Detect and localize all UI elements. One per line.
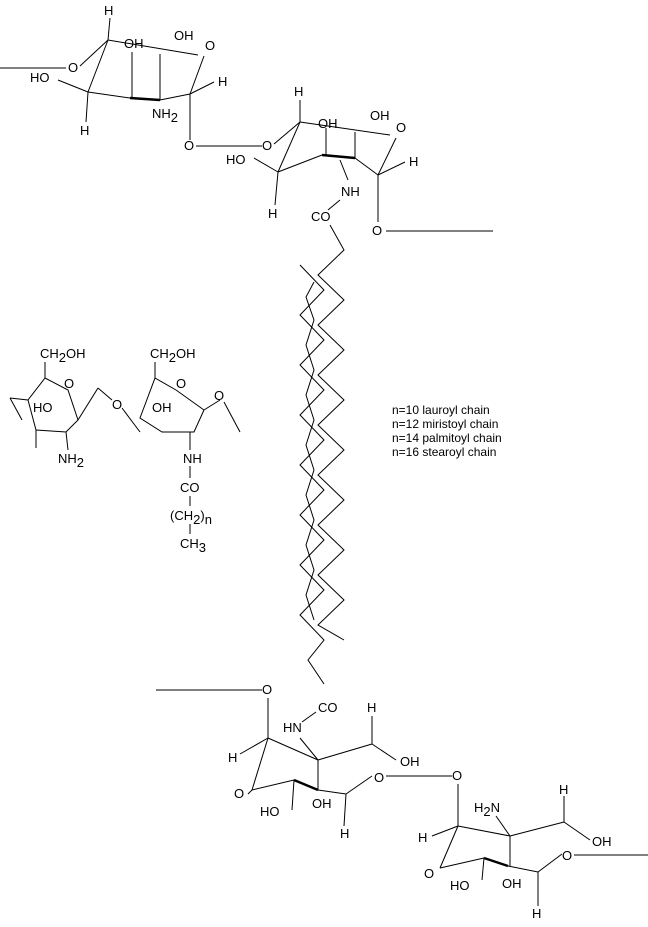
top-glucosamine-ring-1: O H OH OH O HO H H NH2 O	[0, 3, 227, 153]
ring2-ho: HO	[226, 152, 246, 167]
unit-ch2oh-right: CH2OH	[150, 346, 196, 365]
unit-right-oh: OH	[152, 400, 172, 415]
ring4-oh-bottom: OH	[502, 876, 522, 891]
ring4-h-top: H	[559, 782, 568, 797]
ring1-ring-oxygen: O	[205, 38, 215, 53]
unit-carbonyl: CO	[180, 480, 200, 495]
unit-methylene-repeat: (CH2)n	[170, 508, 212, 527]
legend-line-palmitoyl: n=14 palmitoyl chain	[392, 431, 502, 445]
unit-right-nh: NH	[183, 451, 202, 466]
bottom-glucosamine-ring-2: H2N H H OH O O HO OH H	[418, 782, 648, 921]
ring3-h-bottom: H	[340, 826, 349, 841]
ring2-h-right: H	[409, 154, 418, 169]
ring4-oh-right: OH	[592, 834, 612, 849]
acyl-chain-bottom	[299, 264, 325, 685]
ring4-left-oxygen: O	[424, 866, 434, 881]
legend-line-lauroyl: n=10 lauroyl chain	[392, 403, 490, 417]
ring1-nh2: NH2	[152, 106, 178, 125]
ring1-h-bottom: H	[80, 123, 89, 138]
ring1-ho: HO	[30, 70, 50, 85]
unit-right-ring-oxygen: O	[176, 376, 186, 391]
ring1-glycosidic-oxygen: O	[184, 138, 194, 153]
ring3-left-oxygen: O	[234, 786, 244, 801]
chain-length-legend: n=10 lauroyl chain n=12 miristoyl chain …	[392, 403, 502, 459]
ring4-ring-oxygen: O	[562, 848, 572, 863]
ring2-oxygen-label: O	[262, 138, 272, 153]
ring2-h-bottom: H	[268, 206, 277, 221]
ring2-nh: NH	[341, 184, 360, 199]
ring1-h-right: H	[218, 74, 227, 89]
ring3-h-top: H	[367, 700, 376, 715]
ring2-h-top: H	[294, 84, 303, 99]
unit-linker-oxygen: O	[112, 397, 122, 412]
top-glucosamine-ring-2: O H OH OH O HO H H NH CO O	[226, 84, 493, 238]
ring4-ho: HO	[450, 878, 470, 893]
ring3-ho: HO	[260, 804, 280, 819]
ring3-oh-bottom: OH	[312, 796, 332, 811]
ring1-oxygen-label: O	[68, 60, 78, 75]
ring2-oh-b: OH	[370, 108, 390, 123]
ring4-h-left: H	[418, 830, 427, 845]
ring4-h-bottom: H	[532, 906, 541, 921]
ring3-ring-oxygen: O	[374, 770, 384, 785]
ring2-glycosidic-oxygen: O	[372, 223, 382, 238]
ring4-h2n: H2N	[474, 800, 500, 819]
legend-line-miristoyl: n=12 miristoyl chain	[392, 417, 498, 431]
acyl-chain-top	[305, 224, 345, 641]
repeating-unit-structure: CH2OH CH2OH O HO NH2 O O OH O NH CO (CH2…	[9, 346, 241, 555]
unit-left-ring-oxygen: O	[64, 376, 74, 391]
unit-left-nh2: NH2	[58, 451, 84, 470]
ring1-h-top: H	[104, 3, 113, 18]
bottom-glucosamine-ring-1: O CO HN H H OH O O HO OH H	[156, 682, 420, 841]
unit-terminal-oxygen: O	[214, 388, 224, 403]
ring3-oh-right: OH	[400, 754, 420, 769]
ring3-oxygen-label: O	[262, 682, 272, 697]
ring2-ring-oxygen: O	[396, 120, 406, 135]
ring2-oh-a: OH	[318, 116, 338, 131]
ring2-carbonyl: CO	[311, 209, 331, 224]
unit-left-ho: HO	[33, 400, 53, 415]
ring1-oh-b: OH	[174, 28, 194, 43]
ring3-carbonyl: CO	[318, 700, 338, 715]
unit-methyl-end: CH3	[180, 536, 206, 555]
ring3-h-left: H	[228, 750, 237, 765]
bottom-glycosidic-oxygen: O	[452, 768, 462, 783]
ring1-oh-a: OH	[124, 36, 144, 51]
legend-line-stearoyl: n=16 stearoyl chain	[392, 445, 496, 459]
unit-ch2oh-left: CH2OH	[40, 346, 86, 365]
ring3-hn: HN	[283, 720, 302, 735]
